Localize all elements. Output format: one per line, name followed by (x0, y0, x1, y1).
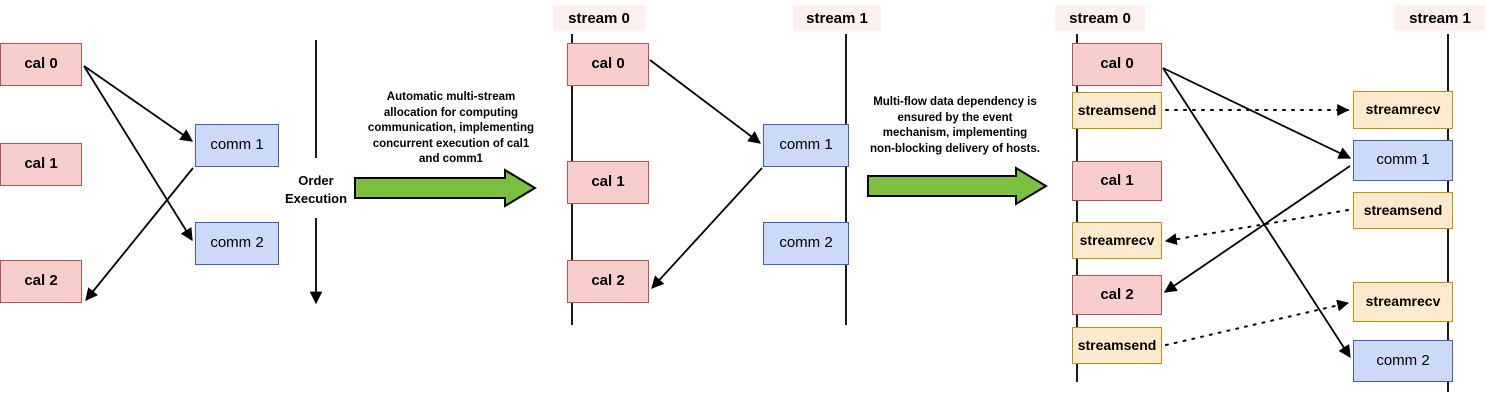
transition-arrow-1 (354, 168, 537, 208)
node-right-streamsend-1[interactable]: streamsend (1072, 92, 1162, 129)
edge-cal0-comm2 (83, 65, 193, 242)
node-right-cal-1[interactable]: cal 1 (1072, 161, 1162, 201)
edge-right-comm1-cal2 (1163, 165, 1351, 293)
transition-caption-2: Multi-flow data dependency is ensured by… (870, 96, 1040, 155)
node-right-streamrecv-2[interactable]: streamrecv (1353, 91, 1453, 129)
node-mid-comm-2[interactable]: comm 2 (763, 222, 849, 265)
node-right-streamrecv-3[interactable]: streamrecv (1353, 282, 1453, 322)
edge-cal0-comm1 (83, 65, 194, 142)
stream-label-stream0-right: stream 0 (1055, 5, 1145, 31)
node-comm-2[interactable]: comm 2 (195, 222, 279, 265)
middle-panel-connectors (649, 59, 763, 289)
node-cal-0[interactable]: cal 0 (0, 43, 82, 86)
order-execution-line-1: Order (298, 173, 334, 188)
node-right-cal-2[interactable]: cal 2 (1072, 275, 1162, 315)
stream-label-stream1-right: stream 1 (1395, 5, 1485, 31)
order-execution-label: Order Execution (276, 172, 356, 207)
edge-send1-recv0 (1164, 209, 1349, 246)
transition-arrow-2 (867, 166, 1048, 206)
node-right-cal-0[interactable]: cal 0 (1072, 43, 1162, 86)
node-mid-cal-2[interactable]: cal 2 (567, 260, 649, 303)
node-cal-1[interactable]: cal 1 (0, 143, 82, 186)
node-right-streamrecv-1[interactable]: streamrecv (1072, 222, 1162, 259)
transition-caption-1: Automatic multi-stream allocation for co… (367, 91, 535, 166)
node-mid-cal-1[interactable]: cal 1 (567, 161, 649, 204)
right-panel-dotted-connectors (1164, 104, 1350, 346)
edge-mid-cal0-comm1 (649, 59, 762, 144)
left-panel-connectors (83, 65, 194, 301)
node-cal-2[interactable]: cal 2 (0, 260, 82, 303)
node-mid-cal-0[interactable]: cal 0 (567, 43, 649, 86)
edge-comm1-cal2 (85, 167, 194, 301)
node-right-streamsend-3[interactable]: streamsend (1353, 192, 1453, 229)
node-right-streamsend-2[interactable]: streamsend (1072, 327, 1162, 364)
order-execution-line-2: Execution (284, 190, 348, 206)
edge-send0b-recv1b (1165, 299, 1350, 346)
right-panel-solid-connectors (1162, 67, 1352, 359)
edge-right-cal0-comm2 (1162, 67, 1351, 359)
node-right-comm-1[interactable]: comm 1 (1353, 140, 1453, 181)
stream-label-stream0-middle: stream 0 (553, 5, 645, 31)
edge-right-cal0-comm1 (1162, 67, 1352, 159)
edge-mid-comm1-cal2 (651, 167, 763, 289)
node-right-comm-2[interactable]: comm 2 (1353, 340, 1453, 382)
node-comm-1[interactable]: comm 1 (195, 124, 279, 167)
stream-label-stream1-middle: stream 1 (793, 5, 881, 31)
node-mid-comm-1[interactable]: comm 1 (763, 124, 849, 167)
